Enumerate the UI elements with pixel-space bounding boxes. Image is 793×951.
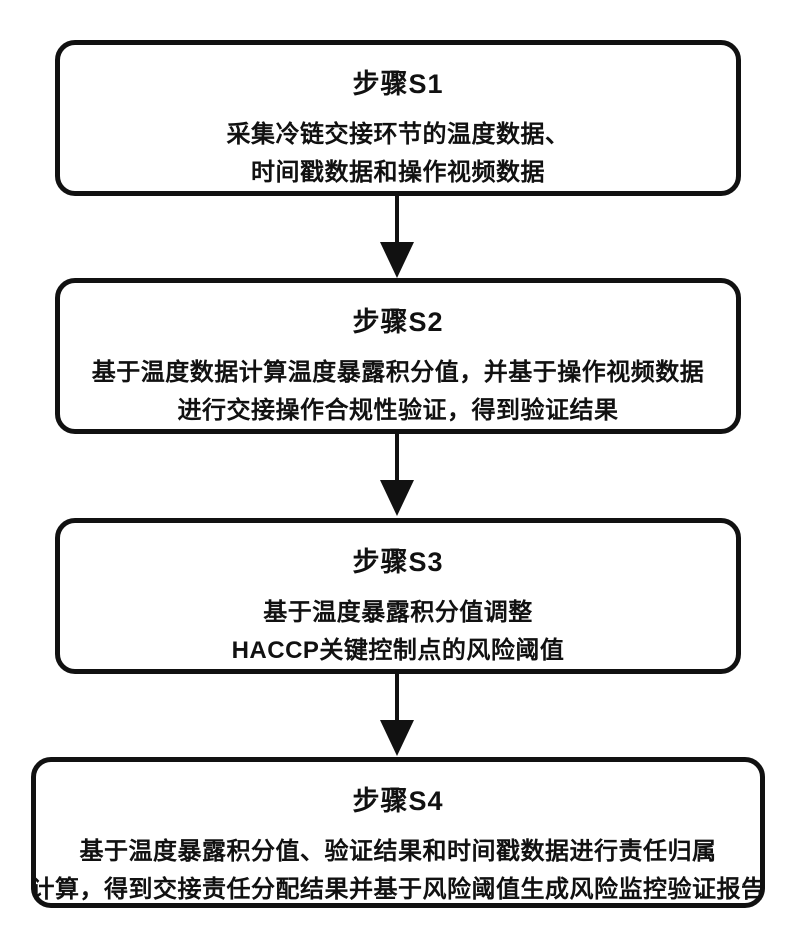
step-body-line: 基于温度暴露积分值调整: [263, 599, 533, 626]
step-title-s4: 步骤S4: [352, 786, 444, 816]
arrow-shaft: [395, 674, 399, 720]
step-body-line: 计算，得到交接责任分配结果并基于风险阈值生成风险监控验证报告: [30, 876, 766, 903]
step-body-line: HACCP关键控制点的风险阈值: [231, 637, 565, 664]
step-body-line: 采集冷链交接环节的温度数据、: [226, 121, 570, 148]
step-body-s2: 基于温度数据计算温度暴露积分值，并基于操作视频数据 进行交接操作合规性验证，得到…: [92, 354, 705, 430]
step-box-s1: 步骤S1 采集冷链交接环节的温度数据、 时间戳数据和操作视频数据: [55, 40, 741, 196]
arrow-down-icon: [380, 434, 414, 516]
step-box-s4: 步骤S4 基于温度暴露积分值、验证结果和时间戳数据进行责任归属 计算，得到交接责…: [31, 757, 765, 908]
step-body-line: 基于温度数据计算温度暴露积分值，并基于操作视频数据: [91, 359, 705, 386]
step-body-line: 进行交接操作合规性验证，得到验证结果: [177, 397, 619, 424]
arrow-down-icon: [380, 674, 414, 756]
step-title-s2: 步骤S2: [352, 307, 444, 337]
step-body-line: 时间戳数据和操作视频数据: [251, 159, 545, 186]
step-body-s1: 采集冷链交接环节的温度数据、 时间戳数据和操作视频数据: [227, 116, 570, 192]
step-body-s3: 基于温度暴露积分值调整 HACCP关键控制点的风险阈值: [232, 594, 565, 670]
arrow-head: [380, 720, 414, 756]
arrow-shaft: [395, 434, 399, 480]
arrow-shaft: [395, 196, 399, 242]
step-box-s3: 步骤S3 基于温度暴露积分值调整 HACCP关键控制点的风险阈值: [55, 518, 741, 674]
arrow-down-icon: [380, 196, 414, 278]
step-title-s1: 步骤S1: [352, 69, 444, 99]
arrow-head: [380, 242, 414, 278]
step-body-s4: 基于温度暴露积分值、验证结果和时间戳数据进行责任归属 计算，得到交接责任分配结果…: [31, 833, 766, 909]
step-box-s2: 步骤S2 基于温度数据计算温度暴露积分值，并基于操作视频数据 进行交接操作合规性…: [55, 278, 741, 434]
arrow-head: [380, 480, 414, 516]
step-body-line: 基于温度暴露积分值、验证结果和时间戳数据进行责任归属: [79, 838, 717, 865]
step-title-s3: 步骤S3: [352, 547, 444, 577]
